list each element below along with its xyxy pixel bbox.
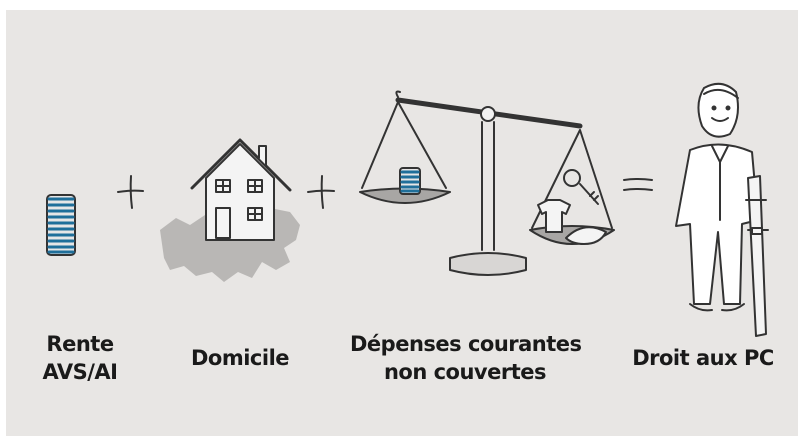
coin-stack-icon [399,167,421,195]
house-icon [190,138,292,241]
crutch-icon [745,175,769,337]
label-droit: Droit aux PC [632,346,774,370]
equals-icon [623,178,653,191]
plus-icon [117,175,144,209]
label-rente: Rente AVS/AI [42,332,118,384]
plus-icon [307,175,335,209]
label-depenses: Dépenses courantes non couvertes [350,332,582,384]
elderly-person-icon [675,82,759,312]
keys-icon [563,169,599,205]
diagram-panel [6,10,798,436]
shirt-icon [537,199,571,233]
coin-stack-icon [46,194,76,256]
balance-scale-icon [359,90,615,276]
label-domicile: Domicile [190,346,290,370]
bread-icon [565,226,607,245]
